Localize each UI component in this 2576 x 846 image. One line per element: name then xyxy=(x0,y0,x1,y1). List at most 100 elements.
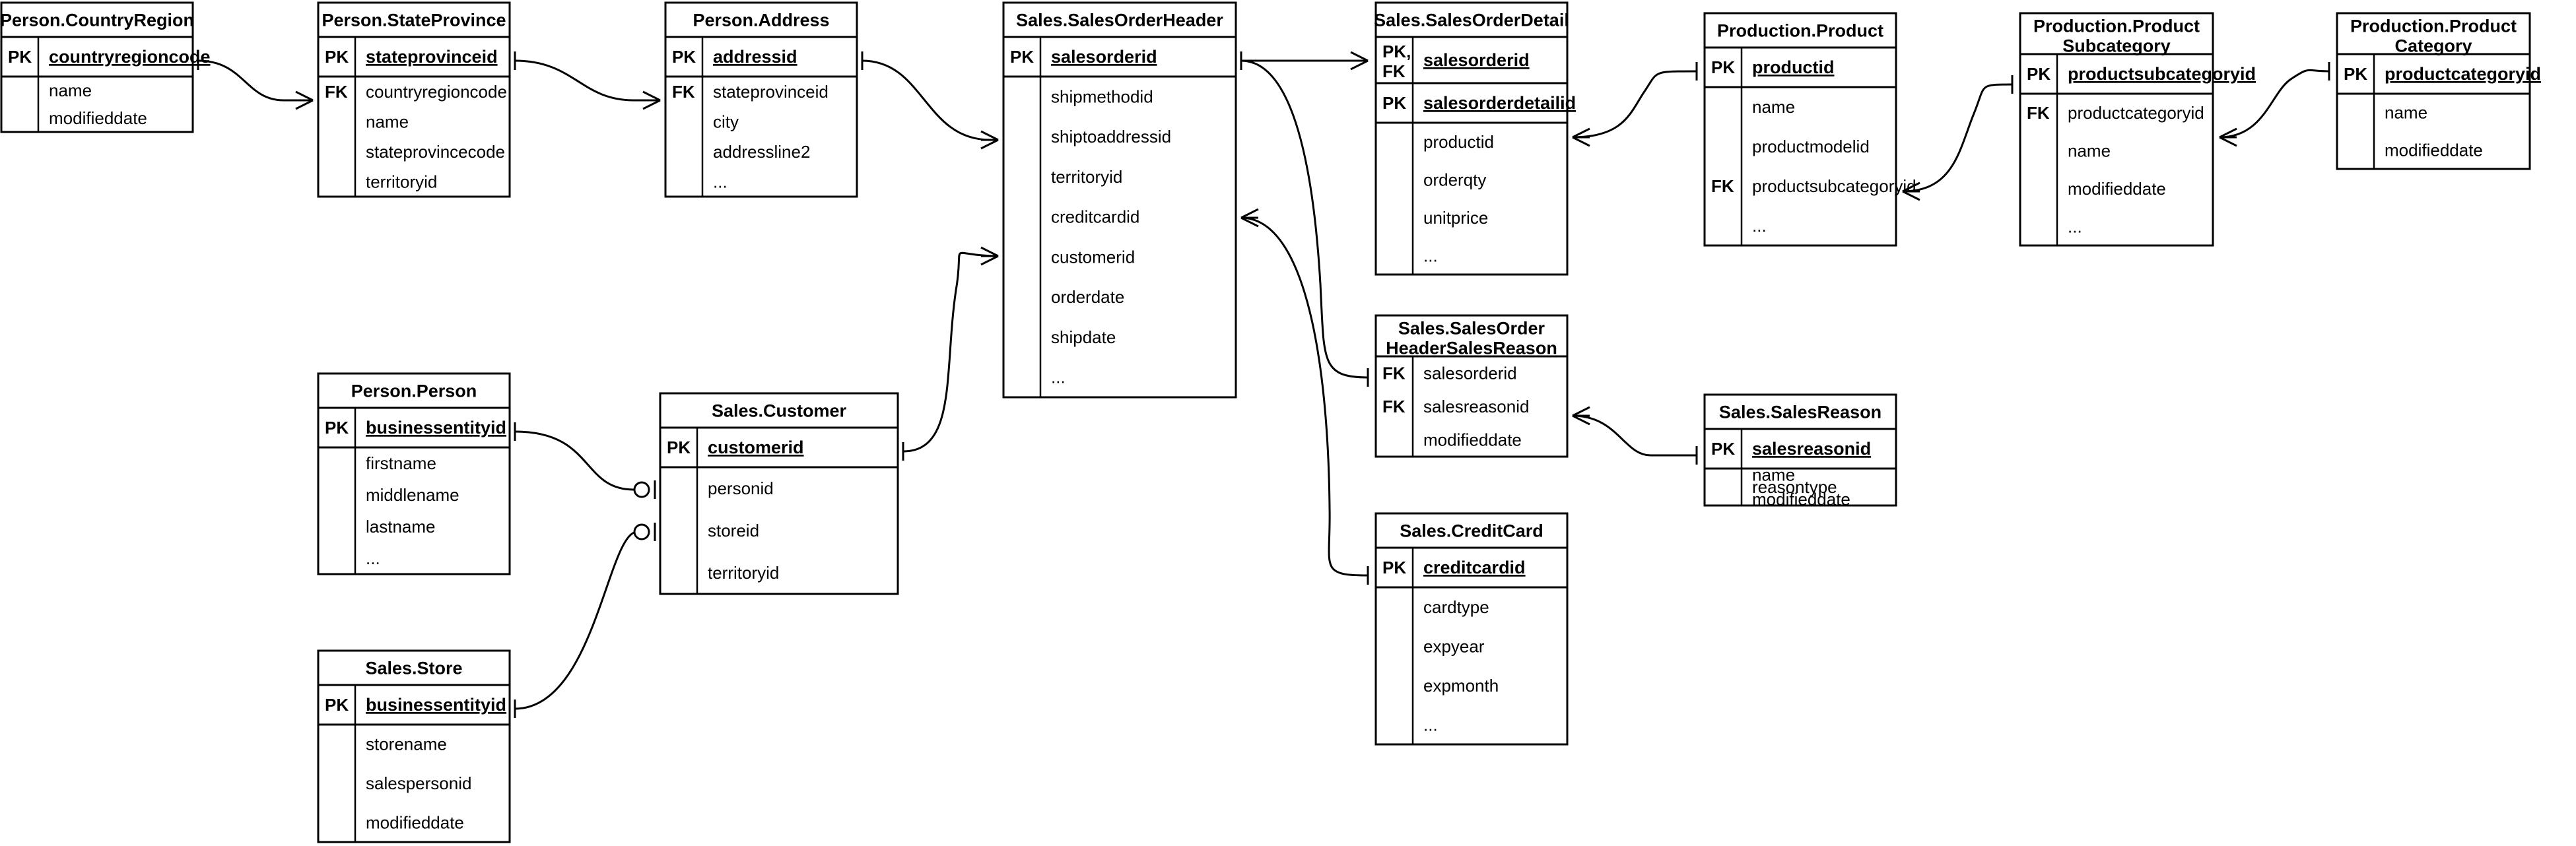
field-name: personid xyxy=(708,478,774,498)
key-label: PK xyxy=(325,695,349,715)
zero-or-one-icon xyxy=(633,523,650,540)
field-name: stateprovincecode xyxy=(366,142,505,162)
relationship-rel-store-customer[interactable] xyxy=(514,523,656,718)
primary-key-field: salesorderdetailid xyxy=(1423,93,1576,113)
zero-or-one-icon xyxy=(633,481,650,498)
entity-box xyxy=(1703,393,1897,507)
entity-title: Sales.SalesOrderHeader xyxy=(1016,10,1223,30)
crow-foot-icon xyxy=(2219,136,2237,147)
crow-foot-icon xyxy=(1572,127,1590,139)
relationship-rel-productsubcategory-productcategory[interactable] xyxy=(2219,62,2330,147)
relationship-rel-product-productsubcategory[interactable] xyxy=(1902,75,2014,201)
field-name: expyear xyxy=(1423,636,1485,656)
crow-foot-icon xyxy=(980,246,999,257)
entity-table-salesorderdetail[interactable]: Sales.SalesOrderDetailPK,FKsalesorderidP… xyxy=(1374,1,1576,276)
relationship-line xyxy=(514,531,650,710)
field-name: unitprice xyxy=(1423,208,1488,228)
field-name: shiptoaddressid xyxy=(1051,127,1171,146)
primary-key-field: countryregioncode xyxy=(49,47,211,67)
relationship-line xyxy=(1572,70,1697,139)
relationship-rel-salesorderdetail-product[interactable] xyxy=(1572,62,1698,147)
field-name: countryregioncode xyxy=(366,82,507,102)
relationship-rel-stateprovince-address[interactable] xyxy=(514,51,661,110)
crow-foot-icon xyxy=(980,130,999,141)
key-label: PK xyxy=(325,47,349,67)
field-name: ... xyxy=(1051,368,1066,387)
relationship-rel-countryregion-stateprovince[interactable] xyxy=(197,51,314,110)
field-name: shipdate xyxy=(1051,327,1116,347)
entity-box xyxy=(1002,1,1237,399)
entity-box xyxy=(1374,512,1569,746)
crow-foot-icon xyxy=(2219,127,2237,139)
field-name: addressline2 xyxy=(713,142,810,162)
field-name: customerid xyxy=(1051,247,1135,267)
relationship-rel-salesorderheader-creditcard[interactable] xyxy=(1240,208,1369,585)
key-label: PK xyxy=(1382,93,1406,113)
field-name: name xyxy=(2068,141,2111,160)
entity-box xyxy=(317,1,511,198)
entity-title: Subcategory xyxy=(2062,36,2171,56)
relationship-rel-person-customer[interactable] xyxy=(514,422,656,499)
entity-box xyxy=(1703,12,1897,247)
primary-key-field: businessentityid xyxy=(366,695,506,715)
field-name: salesorderid xyxy=(1423,363,1517,383)
entity-title: Sales.SalesOrder xyxy=(1398,319,1545,339)
field-name: lastname xyxy=(366,517,436,537)
relationship-rel-address-salesorderheader[interactable] xyxy=(861,51,999,150)
key-label: PK xyxy=(1010,47,1034,67)
field-name: modifieddate xyxy=(366,812,464,832)
entity-box xyxy=(317,649,511,843)
key-label: PK, xyxy=(1382,42,1411,61)
field-name: ... xyxy=(2068,216,2082,236)
field-name: name xyxy=(1752,465,1795,484)
entity-title: Production.Product xyxy=(2033,16,2200,36)
crow-foot-icon xyxy=(1240,208,1259,219)
entity-box xyxy=(1374,1,1569,276)
field-name: productcategoryid xyxy=(2068,103,2204,123)
primary-key-field: businessentityid xyxy=(366,418,506,438)
crow-foot-icon xyxy=(1902,190,1920,201)
relationship-rel-salesorderheader-salesreason[interactable] xyxy=(1240,51,1369,387)
field-name: shipmethodid xyxy=(1051,86,1153,106)
crow-foot-icon xyxy=(295,99,314,110)
entity-title: Person.Address xyxy=(693,10,829,30)
field-name: orderdate xyxy=(1051,287,1124,307)
relationship-rel-salesreason-salesorderheadersalesreason[interactable] xyxy=(1572,406,1698,465)
relationship-line xyxy=(2219,69,2330,139)
primary-key-field: productcategoryid xyxy=(2385,64,2541,84)
primary-key-field: addressid xyxy=(713,47,797,67)
entity-box xyxy=(0,1,194,133)
crow-foot-icon xyxy=(1350,59,1369,71)
entity-title: Person.CountryRegion xyxy=(0,10,194,30)
primary-key-field: salesorderid xyxy=(1423,50,1530,70)
entity-box xyxy=(2336,12,2531,170)
field-name: productmodelid xyxy=(1752,137,1870,156)
primary-key-field: productid xyxy=(1752,57,1834,77)
relationship-line xyxy=(197,59,313,102)
key-label: PK xyxy=(667,438,691,457)
key-label: PK xyxy=(1711,439,1735,459)
relationship-connectors xyxy=(197,51,2330,718)
crow-foot-icon xyxy=(642,99,661,110)
field-name: ... xyxy=(1752,216,1767,236)
entity-title: HeaderSalesReason xyxy=(1386,339,1557,358)
relationship-rel-customer-salesorderheader[interactable] xyxy=(902,246,999,461)
entity-box xyxy=(1374,314,1569,458)
crow-foot-icon xyxy=(980,255,999,266)
field-name: ... xyxy=(1423,245,1438,265)
